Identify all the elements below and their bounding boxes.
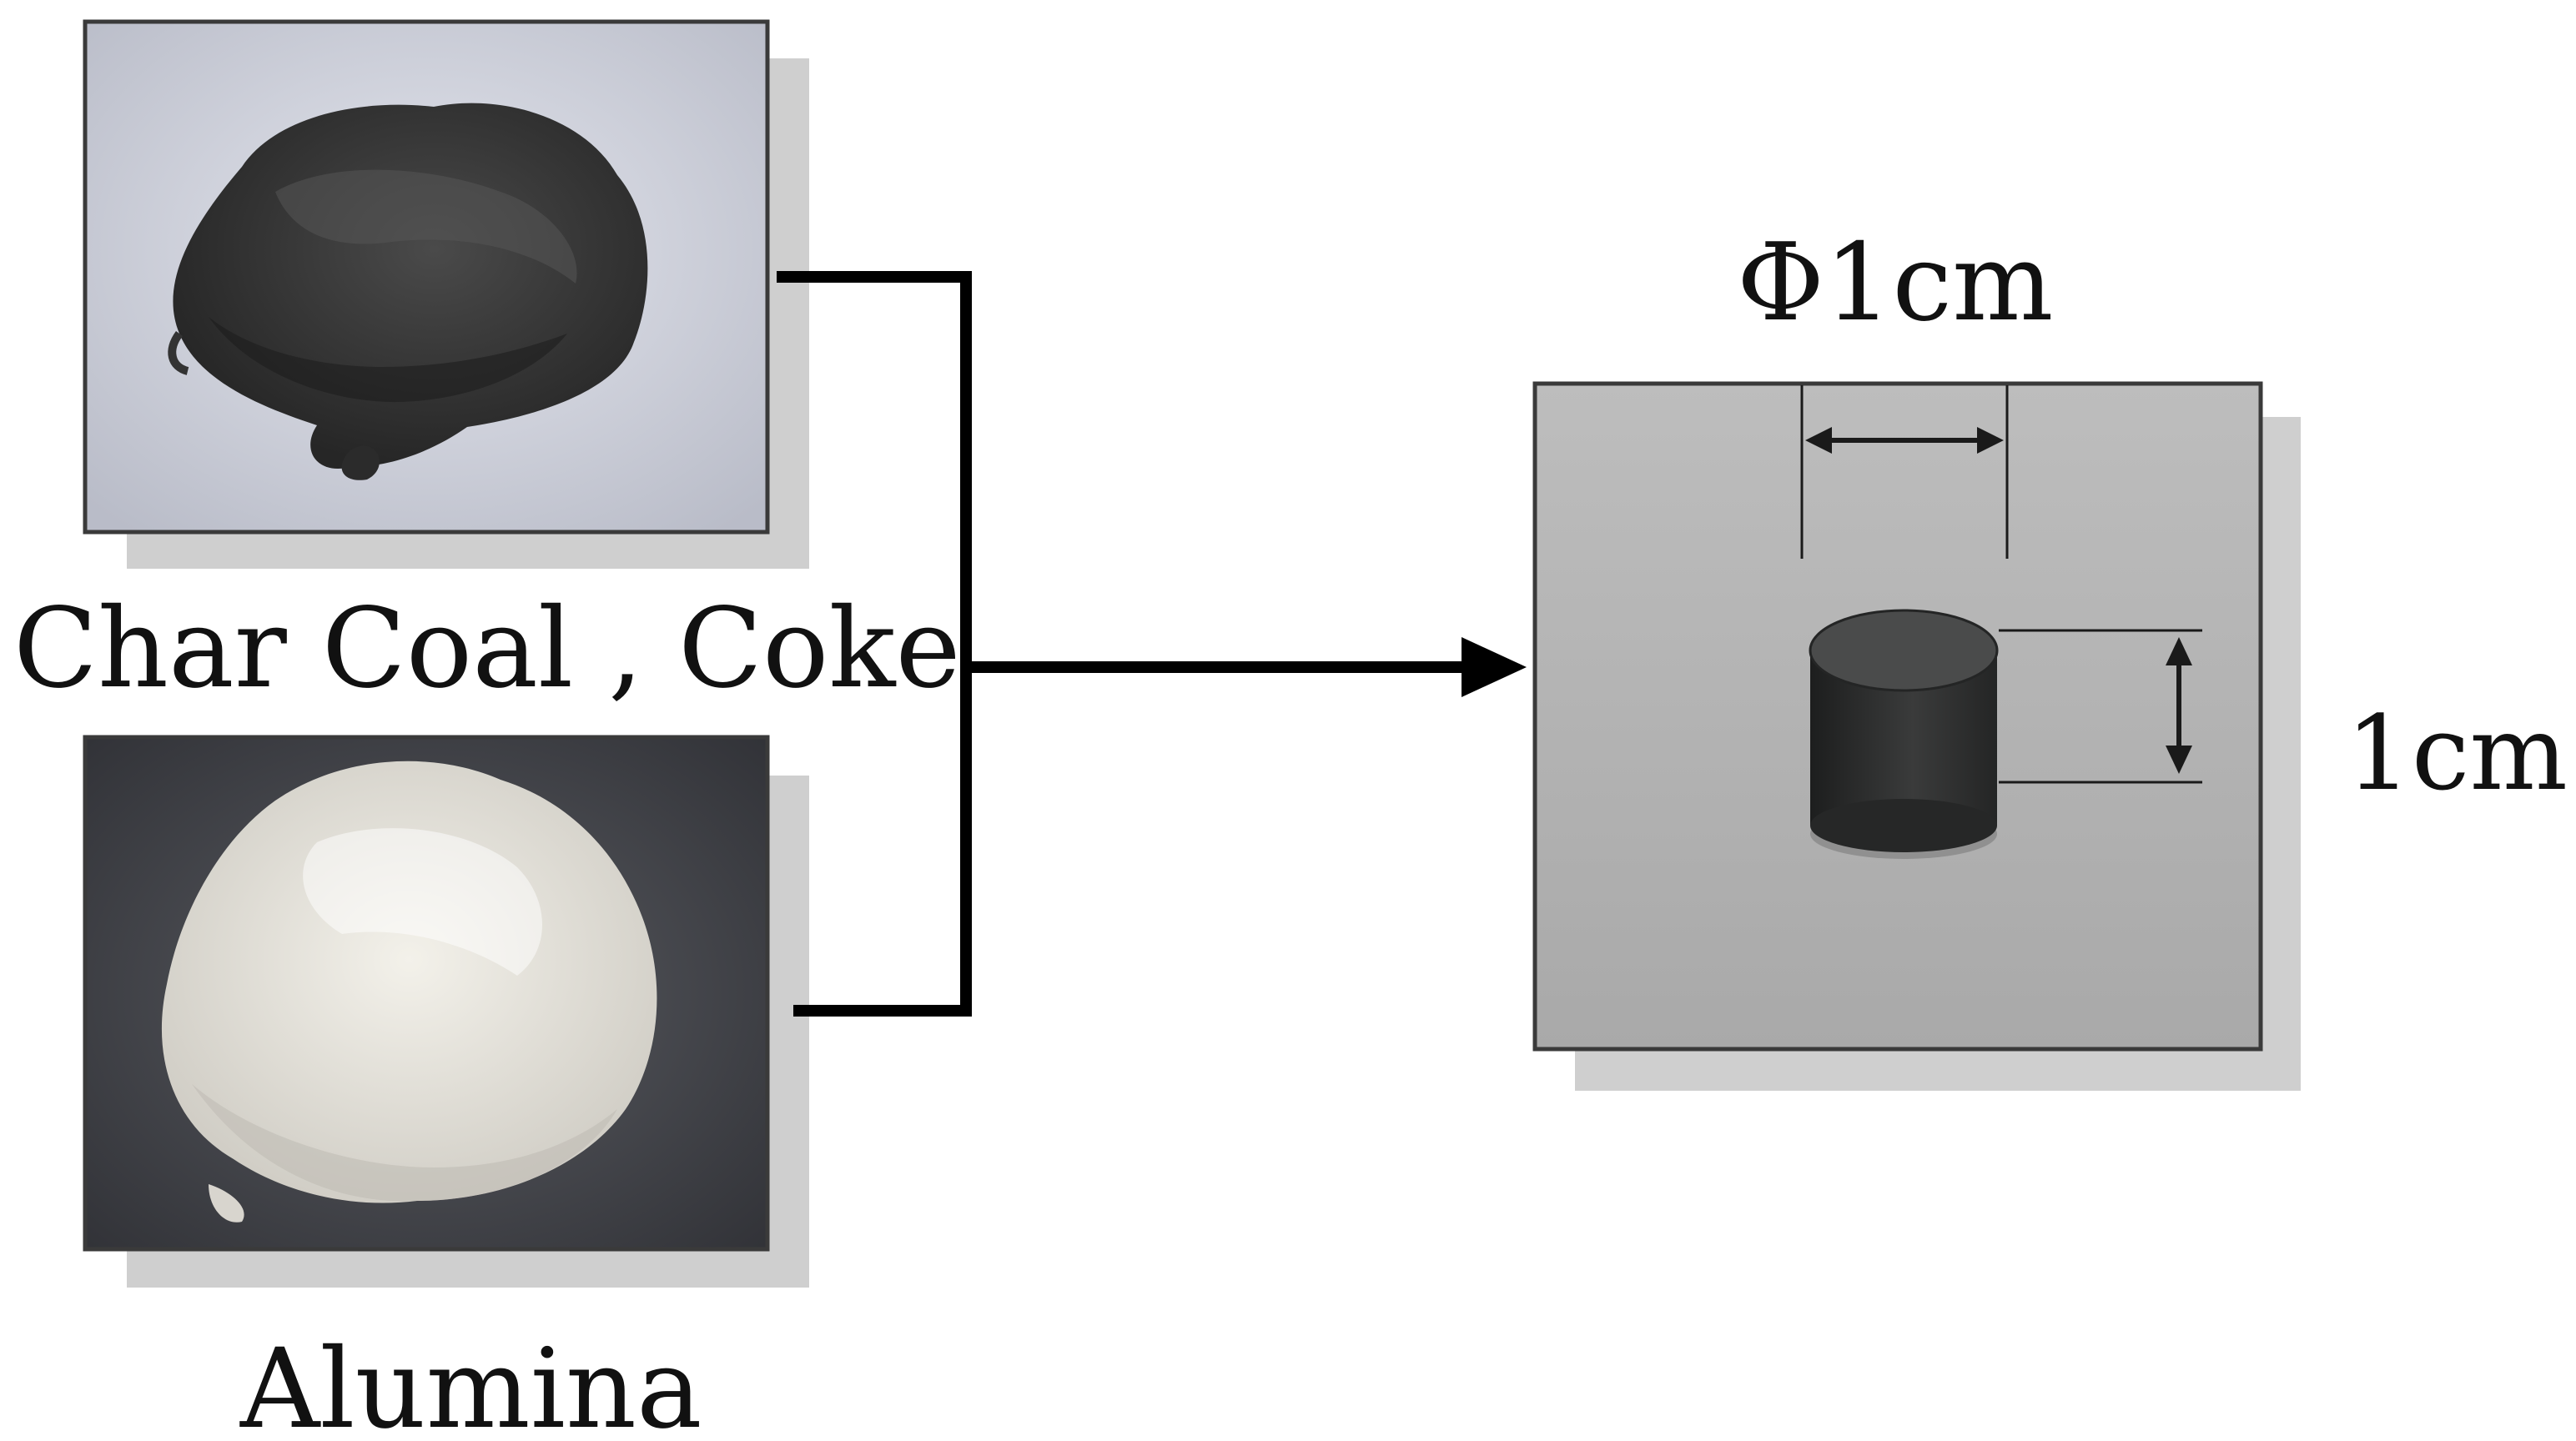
pellet-cylinder	[1809, 609, 1999, 859]
alumina-powder-pile	[161, 761, 657, 1223]
pellet-photo	[1532, 381, 2301, 1091]
alumina-label: Alumina	[240, 1325, 702, 1441]
height-dimension	[1999, 629, 2202, 784]
diameter-dimension	[1800, 385, 2009, 559]
process-arrow-head	[1462, 637, 1527, 697]
bracket-line	[777, 271, 972, 1017]
pellet-diameter-label: Φ1cm	[1737, 221, 2054, 345]
mixing-connector	[777, 271, 1527, 1017]
charcoal-coke-label: Char Coal , Coke	[13, 585, 961, 713]
pellet-height-label: 1cm	[2346, 694, 2568, 814]
charcoal-powder-pile	[168, 103, 648, 480]
alumina-photo	[83, 735, 809, 1288]
charcoal-photo	[83, 19, 809, 569]
